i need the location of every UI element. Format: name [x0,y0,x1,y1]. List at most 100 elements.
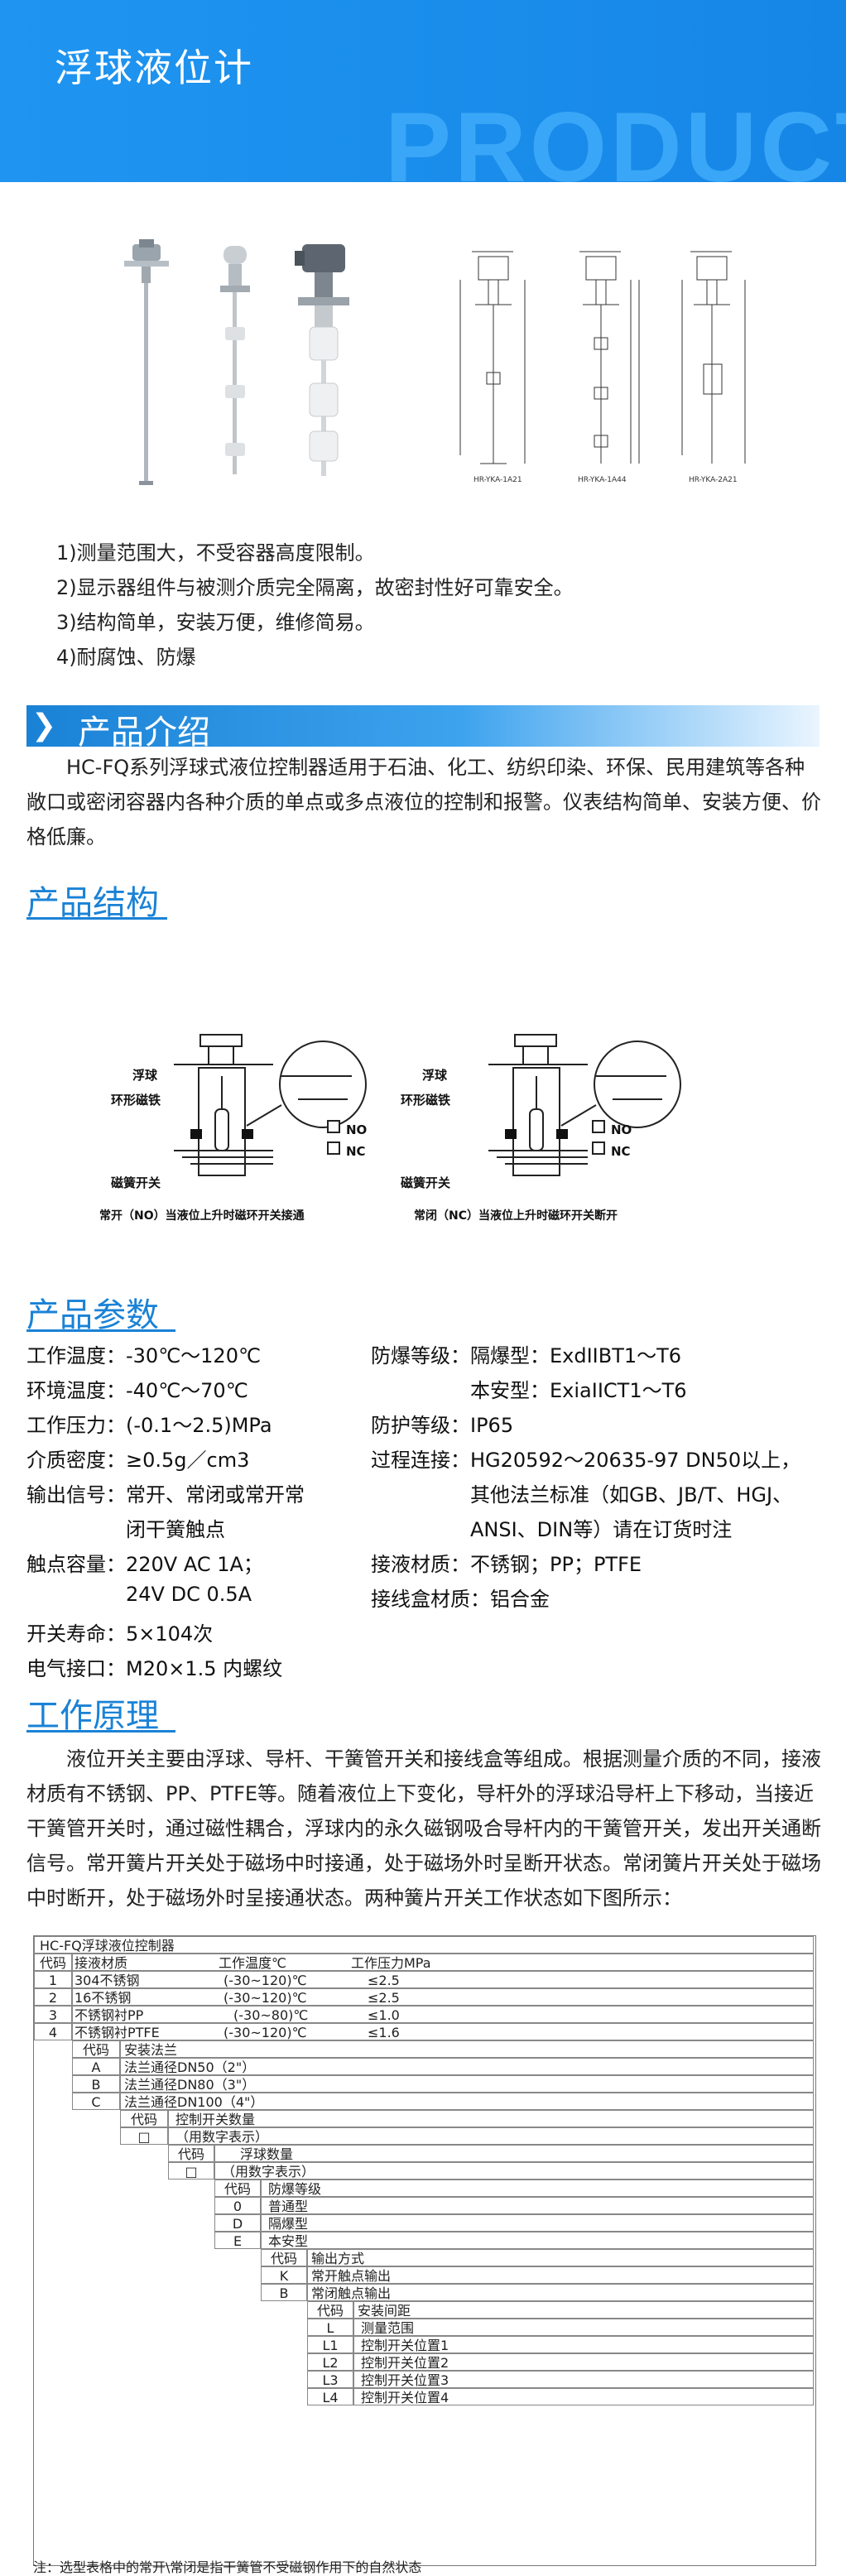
table-cell: 代码 [214,2180,261,2197]
param-right: 其他法兰标准（如GB、JB/T、HGJ、 [470,1483,793,1507]
table-cell: 代码 [34,1954,72,1971]
table-note: 注：选型表格中的常开\常闭是指干簧管不受磁钢作用下的自然状态 [33,2559,422,2575]
table-cell: 代码 [168,2145,214,2162]
model-selection-table: HC-FQ浮球液位控制器 代码 接液材质 工作温度℃ 工作压力MPa 1 304… [33,1935,816,2566]
label-magnet-right: 环形磁铁 [401,1093,451,1108]
table-cell: 不锈钢衬PP (-30~80)℃ ≤1.0 [72,2006,814,2023]
table-row: 1 304不锈钢 (-30~120)℃ ≤2.5 [34,1971,814,1988]
table-cell: 防爆等级 [261,2180,814,2197]
table-row: 代码 接液材质 工作温度℃ 工作压力MPa [34,1954,814,1971]
table-cell: （用数字表示） [214,2162,814,2180]
table-cell: 控制开关位置3 [353,2371,814,2388]
param-right: ANSI、DIN等）请在订货时注 [470,1518,733,1541]
table-cell: 1 [34,1971,72,1988]
page-title: 浮球液位计 [55,46,253,90]
label-float-left: 浮球 [132,1068,158,1083]
feature-item: 1)测量范围大，不受容器高度限制。 [56,541,375,565]
table-cell-text: (-30~120)℃ [224,2025,307,2040]
table-title: HC-FQ浮球液位控制器 [34,1936,814,1954]
table-cell: 常开触点输出 [307,2266,814,2284]
table-cell: □ [168,2162,214,2180]
label-float-right: 浮球 [422,1068,448,1083]
intro-heading-bar: ❯ 产品介绍 [26,705,820,752]
table-cell: K [261,2266,307,2284]
table-cell: （用数字表示） [168,2127,814,2145]
table-cell: 控制开关位置4 [353,2388,814,2405]
param-left: 输出信号：常开、常闭或常开常 [26,1483,305,1507]
table-cell: L3 [307,2371,353,2388]
table-cell-text: ≤1.0 [368,2007,400,2023]
label-magnet-left: 环形磁铁 [111,1093,161,1108]
table-cell-text: 304不锈钢 [75,1973,140,1988]
param-right: 接线盒材质：铝合金 [371,1588,550,1611]
table-cell: □ [120,2127,168,2145]
table-cell: 代码 [261,2249,307,2266]
table-cell: L4 [307,2388,353,2405]
param-right: 防爆等级：隔爆型：ExdIIBT1～T6 [371,1344,682,1367]
table-cell: 不锈钢衬PTFE (-30~120)℃ ≤1.6 [72,2023,814,2040]
chevron-right-icon: ❯ [31,709,57,743]
param-left: 开关寿命：5×104次 [26,1622,214,1646]
param-right: 过程连接：HG20592～20635-97 DN50以上， [371,1449,801,1472]
feature-item: 4)耐腐蚀、防爆 [56,646,196,669]
param-left: 环境温度：-40℃～70℃ [26,1379,248,1402]
table-cell: 本安型 [261,2232,814,2249]
banner-background [0,0,846,182]
param-right: 防护等级：IP65 [371,1414,514,1437]
table-cell-text: 接液材质 [75,1955,128,1971]
table-title-row: HC-FQ浮球液位控制器 [34,1936,814,1954]
table-cell: 304不锈钢 (-30~120)℃ ≤2.5 [72,1971,814,1988]
principle-underline [26,1730,175,1733]
table-row: 3 不锈钢衬PP (-30~80)℃ ≤1.0 [34,2006,814,2023]
table-cell: 代码 [307,2301,353,2319]
label-reed-right: 磁簧开关 [401,1175,451,1190]
table-cell: 代码 [72,2040,120,2058]
param-left: 工作温度：-30℃～120℃ [26,1344,261,1367]
product-photo-3 [295,244,349,476]
table-cell: L2 [307,2353,353,2371]
table-cell: L [307,2319,353,2336]
table-cell: L1 [307,2336,353,2353]
param-left: 电气接口：M20×1.5 内螺纹 [26,1657,283,1680]
param-left: 触点容量：220V AC 1A； [26,1553,263,1576]
feature-item: 3)结构简单，安装万便，维修简易。 [56,611,375,634]
table-cell: 测量范围 [353,2319,814,2336]
table-cell: C [72,2093,120,2110]
principle-text: 液位开关主要由浮球、导杆、干簧管开关和接线盒等组成。根据测量介质的不同，接液材质… [26,1747,821,1910]
structure-diagram-right [488,1034,681,1176]
table-cell: A [72,2058,120,2075]
table-cell: 输出方式 [307,2249,814,2266]
table-cell: E [214,2232,261,2249]
table-cell: 安装法兰 [120,2040,814,2058]
table-cell-text: 工作温度℃ [219,1955,286,1971]
table-cell: 法兰通径DN100（4"） [120,2093,814,2110]
table-cell-text: ≤1.6 [368,2025,400,2040]
table-cell: 普通型 [261,2197,814,2214]
table-row: 4 不锈钢衬PTFE (-30~120)℃ ≤1.6 [34,2023,814,2040]
label-no-right: NO [611,1122,632,1137]
caption-normally-closed: 常闭（NC）当液位上升时磁环开关断开 [414,1209,618,1223]
table-cell: 控制开关数量 [168,2110,814,2127]
caption-normally-open: 常开（NO）当液位上升时磁环开关接通 [99,1209,305,1223]
table-cell-text: 工作压力MPa [351,1955,431,1971]
table-cell: 法兰通径DN50（2"） [120,2058,814,2075]
table-cell-text: ≤2.5 [368,1973,400,1988]
structure-title: 产品结构 [26,884,159,922]
table-cell: 2 [34,1988,72,2006]
intro-text: HC-FQ系列浮球式液位控制器适用于石油、化工、纺织印染、环保、民用建筑等各种敞… [26,756,821,848]
technical-drawings: HR-YKA-1A21 HR-YKA-1A44 HR-YKA-2A21 [459,251,746,484]
table-cell-text: 16不锈钢 [75,1990,132,2006]
table-cell: 浮球数量 [214,2145,814,2162]
table-cell: D [214,2214,261,2232]
table-cell: 代码 [120,2110,168,2127]
params-underline [26,1329,175,1332]
table-cell: 16不锈钢 (-30~120)℃ ≤2.5 [72,1988,814,2006]
table-cell-text: ≤2.5 [368,1990,400,2006]
param-left: 介质密度：≥0.5g／cm3 [26,1449,250,1472]
drawing-label-2: HR-YKA-1A44 [578,476,627,484]
param-right: 本安型：ExiaIICT1～T6 [470,1379,687,1402]
label-reed-left: 磁簧开关 [111,1175,161,1190]
banner-watermark: PRODUCT [385,92,846,182]
table-cell: 常闭触点输出 [307,2284,814,2301]
structure-underline [26,917,167,920]
